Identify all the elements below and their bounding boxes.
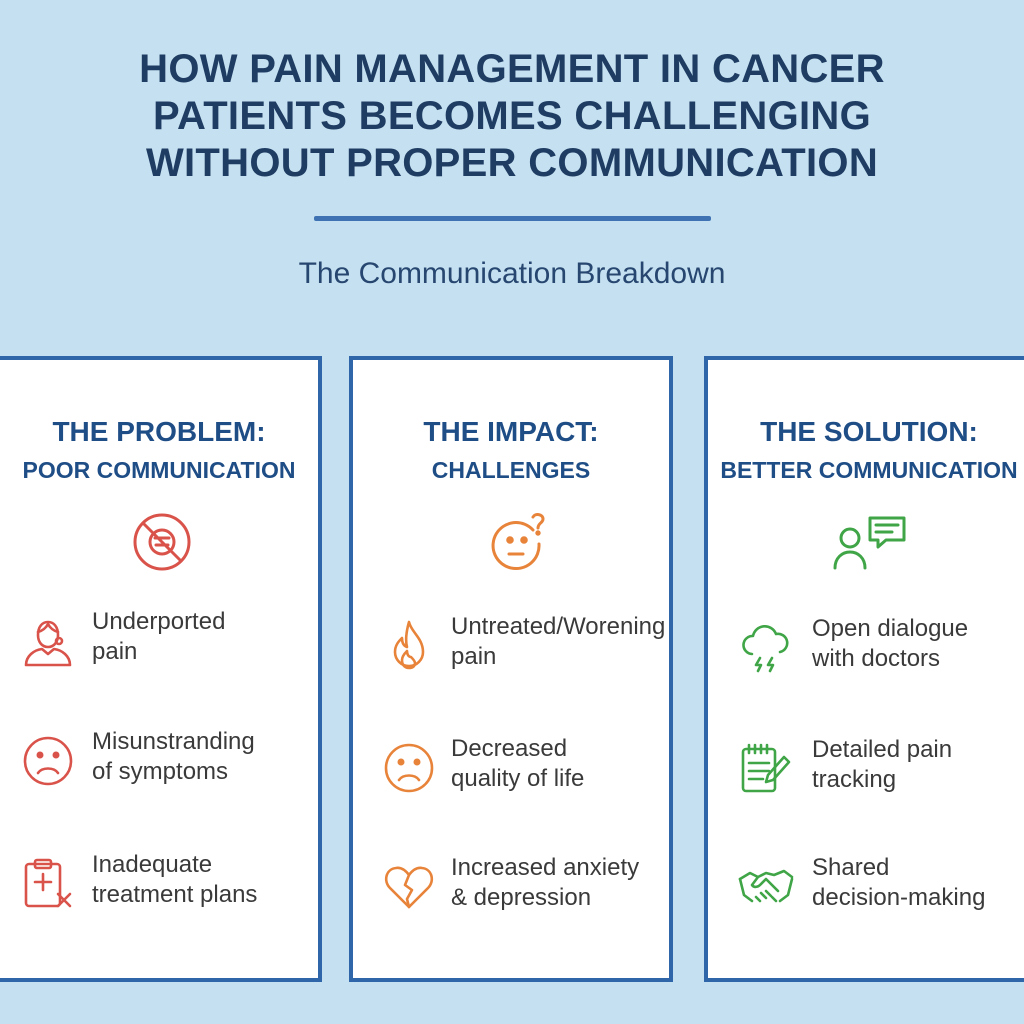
person-chat-icon xyxy=(830,508,910,572)
list-item: Untreated/Worening pain xyxy=(353,612,669,692)
item-line1: Increased anxiety xyxy=(451,854,640,881)
item-line2: decision-making xyxy=(812,884,986,911)
title-line-2: PATIENTS BECOMES CHALLENGING xyxy=(152,94,872,138)
problem-heading: THE PROBLEM: POOR COMMUNICATION xyxy=(0,412,318,488)
item-line2: tracking xyxy=(812,766,897,793)
solution-heading: THE SOLUTION: BETTER COMMUNICATION xyxy=(708,412,1024,488)
solution-heading-line1: THE SOLUTION: xyxy=(760,416,978,447)
impact-heading-line2: CHALLENGES xyxy=(431,457,591,483)
solution-panel: THE SOLUTION: BETTER COMMUNICATION Open … xyxy=(704,356,1024,982)
item-line2: pain xyxy=(451,643,497,670)
item-text: Increased anxiety & depression xyxy=(451,853,676,913)
item-line2: & depression xyxy=(451,884,592,911)
title-divider xyxy=(314,216,711,221)
subtitle: The Communication Breakdown xyxy=(298,257,726,290)
item-text: Untreated/Worening pain xyxy=(451,612,676,672)
problem-heading-line1: THE PROBLEM: xyxy=(52,416,266,447)
handshake-icon xyxy=(738,859,794,915)
page-title: HOW PAIN MANAGEMENT IN CANCER PATIENTS B… xyxy=(0,46,1024,187)
item-line2: treatment plans xyxy=(92,881,258,908)
item-text: Underported pain xyxy=(92,607,317,667)
storm-cloud-icon xyxy=(738,620,794,676)
item-line1: Inadequate xyxy=(92,851,213,878)
item-line1: Detailed pain xyxy=(812,736,953,763)
item-text: Decreased quality of life xyxy=(451,734,676,794)
list-item: Shared decision-making xyxy=(708,853,1024,933)
list-item: Detailed pain tracking xyxy=(708,735,1024,815)
item-text: Open dialogue with doctors xyxy=(812,614,1024,674)
title-line-3: WITHOUT PROPER COMMUNICATION xyxy=(145,141,879,185)
confused-face-icon xyxy=(487,510,551,574)
item-line1: Decreased xyxy=(451,735,568,762)
list-item: Decreased quality of life xyxy=(353,734,669,814)
item-line2: pain xyxy=(92,638,138,665)
flame-icon xyxy=(381,618,437,674)
list-item: Inadequate treatment plans xyxy=(0,850,318,930)
item-line2: with doctors xyxy=(812,645,941,672)
problem-panel: THE PROBLEM: POOR COMMUNICATION Underpor… xyxy=(0,356,322,982)
notepad-pen-icon xyxy=(738,741,794,797)
problem-heading-line2: POOR COMMUNICATION xyxy=(22,457,296,483)
list-item: Underported pain xyxy=(0,607,318,687)
list-item: Open dialogue with doctors xyxy=(708,614,1024,694)
item-text: Inadequate treatment plans xyxy=(92,850,317,910)
broken-heart-icon xyxy=(381,859,437,915)
impact-heading: THE IMPACT: CHALLENGES xyxy=(353,412,669,488)
impact-heading-line1: THE IMPACT: xyxy=(423,416,599,447)
item-line1: Open dialogue xyxy=(812,615,969,642)
sad-face-icon xyxy=(20,733,76,789)
item-line2: of symptoms xyxy=(92,758,229,785)
patient-icon xyxy=(20,613,76,669)
list-item: Increased anxiety & depression xyxy=(353,853,669,933)
sad-face-icon xyxy=(381,740,437,796)
item-line1: Misunstranding xyxy=(92,728,255,755)
item-text: Shared decision-making xyxy=(812,853,1024,913)
title-line-1: HOW PAIN MANAGEMENT IN CANCER xyxy=(139,47,885,91)
impact-panel: THE IMPACT: CHALLENGES Untreated/Worenin… xyxy=(349,356,673,982)
item-line1: Underported xyxy=(92,608,226,635)
item-text: Misunstranding of symptoms xyxy=(92,727,317,787)
item-line1: Untreated/Worening xyxy=(451,613,666,640)
no-speaking-icon xyxy=(130,510,194,574)
list-item: Misunstranding of symptoms xyxy=(0,727,318,807)
clipboard-x-icon xyxy=(20,856,76,912)
solution-heading-line2: BETTER COMMUNICATION xyxy=(720,457,1018,483)
item-line2: quality of life xyxy=(451,765,585,792)
item-text: Detailed pain tracking xyxy=(812,735,1024,795)
item-line1: Shared xyxy=(812,854,890,881)
